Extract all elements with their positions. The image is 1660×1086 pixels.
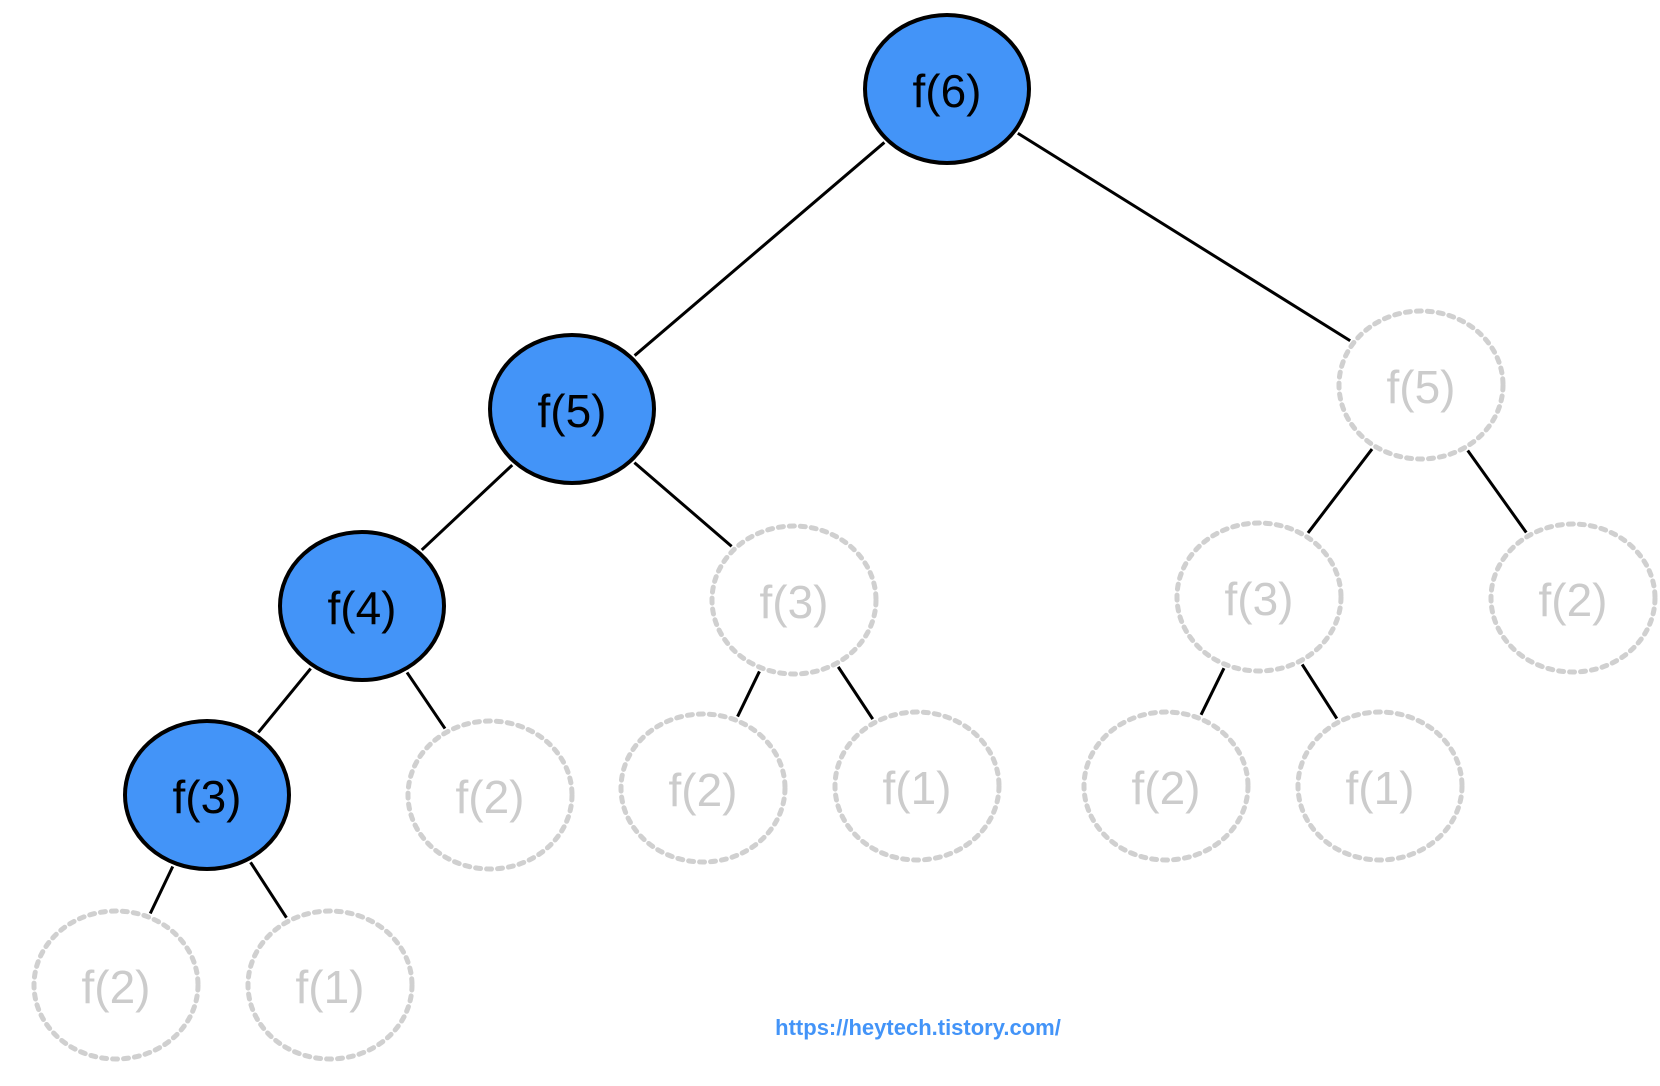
node-label: f(1): [296, 961, 365, 1013]
tree-node-computed: f(6): [863, 13, 1031, 165]
node-label: f(4): [328, 582, 397, 634]
node-label: f(5): [1387, 361, 1456, 413]
node-circle: [123, 719, 291, 871]
tree-node-pending: f(5): [1336, 308, 1506, 462]
tree-node-pending: f(3): [709, 523, 879, 677]
tree-edges: [148, 131, 1528, 919]
node-circle: [863, 13, 1031, 165]
edge-n5-n12: [1300, 663, 1339, 720]
tree-node-pending: f(2): [405, 718, 575, 872]
node-circle: [1081, 709, 1251, 863]
node-circle: [1174, 520, 1344, 674]
node-circle: [618, 711, 788, 865]
tree-node-computed: f(5): [488, 333, 656, 485]
node-label: f(1): [1346, 762, 1415, 814]
node-label: f(2): [456, 771, 525, 823]
node-label: f(2): [669, 764, 738, 816]
node-label: f(2): [1539, 574, 1608, 626]
edge-n4-n9: [736, 670, 761, 718]
node-circle: [31, 908, 201, 1062]
tree-node-pending: f(2): [1081, 709, 1251, 863]
tree-nodes: f(6) f(5) f(5) f(4) f(3) f(3) f(2) f(3) f(2) f(2)…: [31, 13, 1658, 1062]
tree-node-pending: f(2): [31, 908, 201, 1062]
node-label: f(2): [1132, 762, 1201, 814]
tree-node-computed: f(3): [123, 719, 291, 871]
node-label: f(3): [760, 576, 829, 628]
edge-n1-n4: [633, 461, 733, 548]
tree-node-pending: f(2): [1488, 521, 1658, 675]
tree-node-pending: f(1): [832, 709, 1002, 863]
edge-n2-n5: [1306, 448, 1374, 534]
tree-node-pending: f(3): [1174, 520, 1344, 674]
edge-n7-n14: [249, 861, 288, 919]
edge-n3-n7: [257, 667, 312, 734]
node-label: f(6): [913, 65, 982, 117]
node-label: f(2): [82, 961, 151, 1013]
edge-n1-n3: [420, 463, 514, 552]
tree-node-pending: f(1): [1295, 709, 1465, 863]
tree-node-pending: f(2): [618, 711, 788, 865]
edge-n0-n2: [1017, 131, 1351, 343]
edge-n2-n6: [1466, 449, 1528, 534]
edge-n5-n11: [1199, 667, 1226, 716]
tree-node-computed: f(4): [278, 530, 446, 682]
edge-n0-n1: [633, 141, 886, 357]
node-circle: [1336, 308, 1506, 462]
node-label: f(3): [173, 771, 242, 823]
node-label: f(5): [538, 385, 607, 437]
node-circle: [278, 530, 446, 682]
node-label: f(3): [1225, 573, 1294, 625]
watermark-url: https://heytech.tistory.com/: [775, 1015, 1061, 1040]
edge-n7-n13: [148, 865, 175, 915]
tree-node-pending: f(1): [245, 908, 415, 1062]
edge-n3-n8: [405, 671, 447, 730]
node-circle: [1488, 521, 1658, 675]
node-label: f(1): [883, 762, 952, 814]
edge-n4-n10: [836, 666, 875, 720]
node-circle: [1295, 709, 1465, 863]
node-circle: [405, 718, 575, 872]
node-circle: [832, 709, 1002, 863]
node-circle: [709, 523, 879, 677]
node-circle: [488, 333, 656, 485]
node-circle: [245, 908, 415, 1062]
